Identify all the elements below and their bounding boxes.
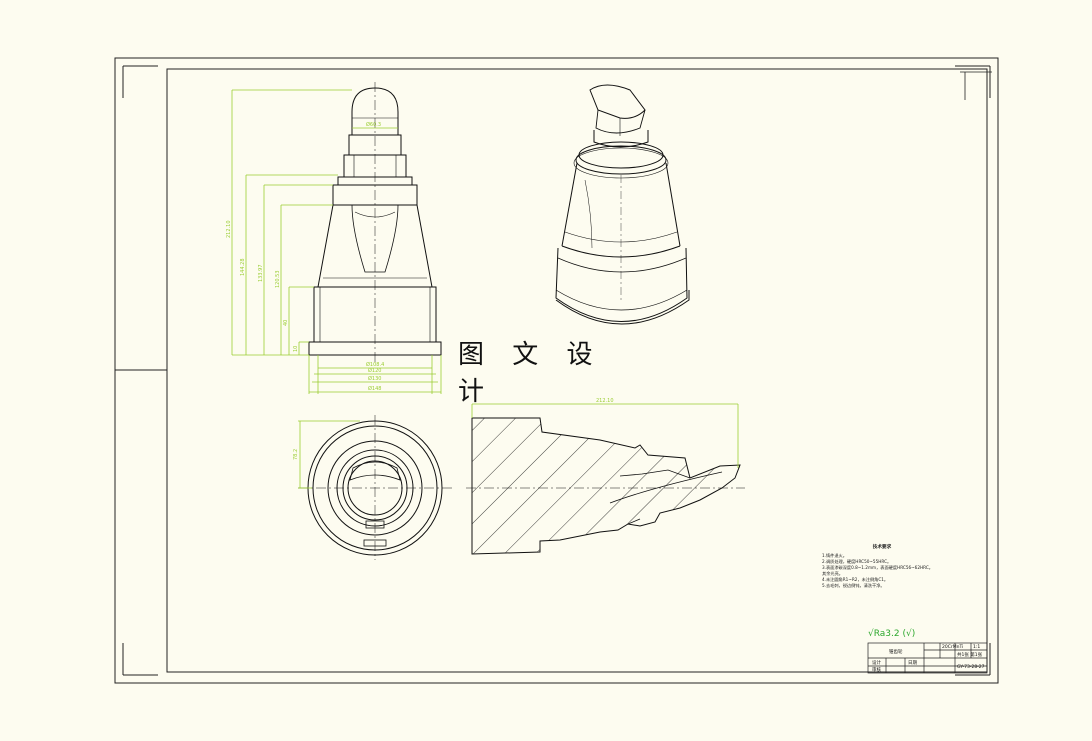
tb-sheet: 共1张 第1张: [957, 651, 983, 658]
tb-drawing-no: GY-73-28-27: [957, 664, 985, 670]
isometric-view: [555, 84, 690, 325]
tech-note-line: 2.调质处理，硬度HRC50~55HRC。: [822, 559, 892, 564]
tb-material: 20CrMnTi: [942, 644, 963, 650]
front-dimensions: [231, 89, 442, 394]
drawing-frame: [114, 57, 999, 684]
title-block: [867, 642, 988, 674]
technical-requirements: 技术要求 1.铸件退火。 2.调质处理，硬度HRC50~55HRC。 3.表面渗…: [822, 545, 942, 589]
tech-note-line: 4.未注圆角R1~R2，未注倒角C1。: [822, 577, 889, 582]
tb-designer: 设计: [872, 659, 881, 666]
roughness-symbol: √Ra3.2 (√): [868, 629, 916, 639]
tech-note-line: 5.去毛刺，锐边倒钝，清洗干净。: [822, 583, 885, 588]
dim-d2: Ø120: [368, 367, 381, 374]
dim-h4: 40: [283, 320, 289, 326]
dim-overall-height: 212.10: [226, 221, 232, 239]
section-dimension: [471, 403, 739, 468]
dim-d3: Ø130: [368, 375, 381, 382]
tb-scale: 1:1: [973, 644, 980, 650]
dim-side-height: 78.2: [293, 449, 299, 460]
dim-d4: Ø148: [368, 385, 381, 392]
section-view: [466, 417, 745, 555]
dim-section-length: 212.10: [596, 398, 614, 404]
tech-notes-title: 技术要求: [872, 545, 892, 550]
tech-note-line: 其余光亮。: [822, 571, 843, 576]
front-view: [308, 82, 442, 362]
top-view-dimension: [298, 420, 360, 489]
front-dimension-text: Ø60.3 212.10 144.28 133.97 120.53 40 10 …: [226, 121, 384, 392]
top-view: [298, 415, 452, 560]
tech-note-line: 1.铸件退火。: [822, 553, 847, 558]
tb-part-name: 锥齿轮: [889, 648, 903, 655]
watermark: 图 文 设 计: [458, 340, 634, 407]
tech-note-line: 3.表面渗碳深度0.8~1.2mm，表面硬度HRC56~62HRC。: [822, 565, 933, 570]
dim-h3: 120.53: [275, 271, 281, 289]
dim-h1: 144.28: [240, 259, 246, 277]
dim-d1: Ø108.4: [366, 361, 384, 368]
tb-date: 日期: [908, 660, 917, 666]
dim-h2: 133.97: [258, 265, 264, 283]
title-block-text: 锥齿轮 20CrMnTi 1:1 共1张 第1张 设计 审核 日期 GY-73-…: [872, 644, 985, 673]
dim-top-width: Ø60.3: [366, 121, 381, 128]
dim-h5: 10: [293, 346, 299, 352]
tb-checker: 审核: [872, 666, 881, 673]
